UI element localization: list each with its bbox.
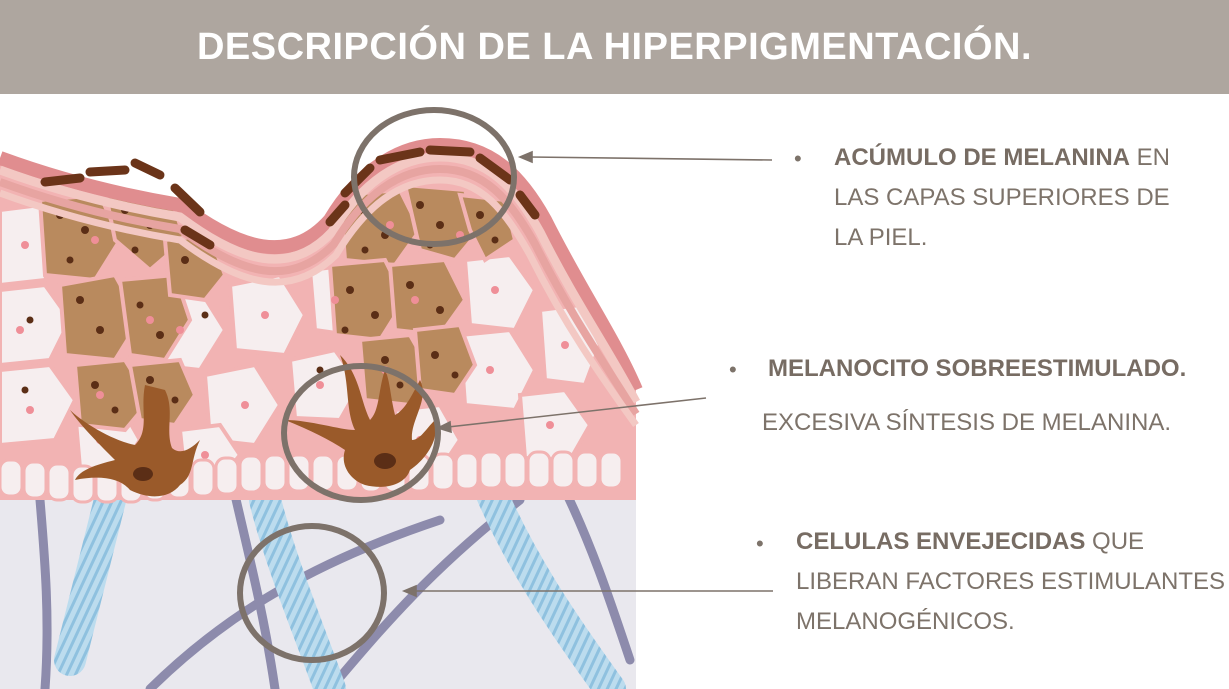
celulas-line2: LIBERAN FACTORES ESTIMULANTES bbox=[796, 568, 1225, 595]
melanocyte-right bbox=[285, 355, 436, 487]
celulas-bold: CELULAS ENVEJECIDAS bbox=[796, 528, 1086, 555]
circle-celulas bbox=[237, 523, 387, 663]
celulas-line3: MELANOGÉNICOS. bbox=[796, 608, 1015, 635]
melanocyte-left bbox=[70, 385, 200, 497]
corneum-melanin bbox=[40, 145, 540, 250]
annotation-celulas: CELULAS ENVEJECIDAS QUE LIBERAN FACTORES… bbox=[796, 522, 1225, 642]
pointer-arrows bbox=[401, 150, 773, 598]
annotation-acumulo: ACÚMULO DE MELANINA EN LAS CAPAS SUPERIO… bbox=[834, 138, 1170, 258]
highlight-circles bbox=[237, 107, 517, 663]
celulas-rest: QUE bbox=[1085, 528, 1145, 555]
melanocito-line2: EXCESIVA SÍNTESIS DE MELANINA. bbox=[762, 409, 1172, 436]
collagen-fibers bbox=[54, 474, 626, 689]
page-title: DESCRIPCIÓN DE LA HIPERPIGMENTACIÓN. bbox=[196, 25, 1033, 68]
melanocito-bold: MELANOCITO SOBREESTIMULADO. bbox=[768, 355, 1187, 382]
acumulo-line2: LAS CAPAS SUPERIORES DE bbox=[834, 184, 1170, 211]
title-banner: DESCRIPCIÓN DE LA HIPERPIGMENTACIÓN. bbox=[0, 0, 1229, 94]
skin-diagram bbox=[0, 107, 773, 689]
annotation-melanocito-title: MELANOCITO SOBREESTIMULADO. bbox=[768, 349, 1186, 389]
annotation-melanocito-desc: EXCESIVA SÍNTESIS DE MELANINA. bbox=[762, 403, 1171, 443]
acumulo-bold: ACÚMULO DE MELANINA bbox=[834, 144, 1130, 171]
acumulo-rest: EN bbox=[1129, 144, 1170, 171]
melanin-granules bbox=[21, 201, 499, 414]
bullet-melanocito: • bbox=[729, 357, 737, 382]
bullet-celulas: • bbox=[756, 531, 764, 556]
circle-acumulo bbox=[351, 107, 517, 247]
circle-melanocito bbox=[281, 363, 441, 503]
acumulo-line3: LA PIEL. bbox=[834, 224, 928, 251]
bullet-acumulo: • bbox=[794, 146, 802, 171]
